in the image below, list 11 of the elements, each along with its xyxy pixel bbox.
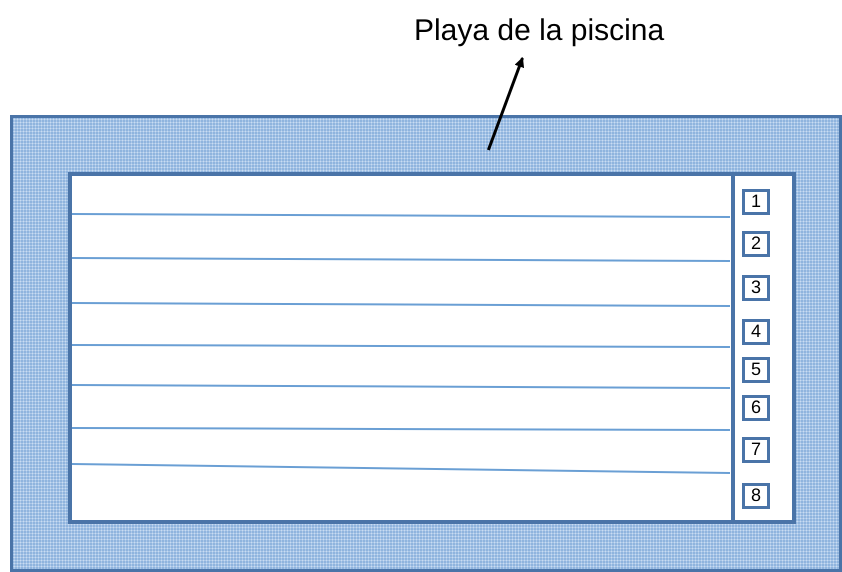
lane-number: 2 — [742, 231, 770, 257]
lane-number: 8 — [742, 483, 770, 509]
lane-number: 6 — [742, 395, 770, 421]
lane-number: 7 — [742, 437, 770, 463]
area-label: Playa de la piscina — [414, 14, 724, 52]
lane-number: 4 — [742, 319, 770, 345]
lane-number: 3 — [742, 275, 770, 301]
lane-number: 5 — [742, 357, 770, 383]
lane-number: 1 — [742, 189, 770, 215]
pool-deck-area — [10, 115, 842, 572]
leader-arrow — [487, 57, 524, 151]
